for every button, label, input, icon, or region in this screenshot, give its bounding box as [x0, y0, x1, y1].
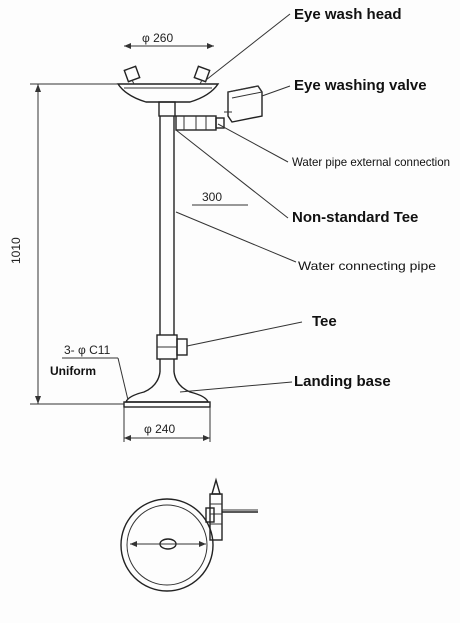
- right-nozzle: [193, 65, 211, 83]
- plan-view: [120, 477, 258, 592]
- holes-annotation: 3- φ C11 Uniform: [50, 343, 129, 401]
- height-dimension: 1010: [9, 84, 41, 404]
- valve-assembly: [175, 85, 263, 131]
- bowl-diameter-label: φ 260: [142, 31, 173, 45]
- bowl-width-dimension: φ 260: [124, 31, 214, 49]
- label-landing-base: Landing base: [294, 373, 391, 390]
- eye-wash-bowl: [30, 65, 220, 117]
- label-water-connecting-pipe: Water connecting pipe: [298, 259, 436, 273]
- left-nozzle: [123, 65, 141, 83]
- label-eye-washing-valve: Eye washing valve: [294, 77, 427, 94]
- holes-label: 3- φ C11: [64, 343, 111, 357]
- label-tee: Tee: [312, 313, 337, 330]
- uniform-label: Uniform: [50, 364, 96, 378]
- height-label: 1010: [9, 237, 23, 264]
- water-connecting-pipe: [156, 116, 188, 372]
- base-diameter-label: φ 240: [144, 422, 175, 436]
- arm-length-dimension: 300: [192, 190, 248, 206]
- label-non-standard-tee: Non-standard Tee: [292, 209, 418, 226]
- base-width-dimension: φ 240: [123, 407, 211, 442]
- landing-base-shape: [30, 371, 211, 408]
- leader-lines: [175, 13, 303, 393]
- arm-length-label: 300: [202, 190, 222, 204]
- label-water-pipe-external: Water pipe external connection: [292, 155, 450, 169]
- plan-outer-circle: [120, 498, 214, 592]
- label-eye-wash-head: Eye wash head: [294, 6, 402, 23]
